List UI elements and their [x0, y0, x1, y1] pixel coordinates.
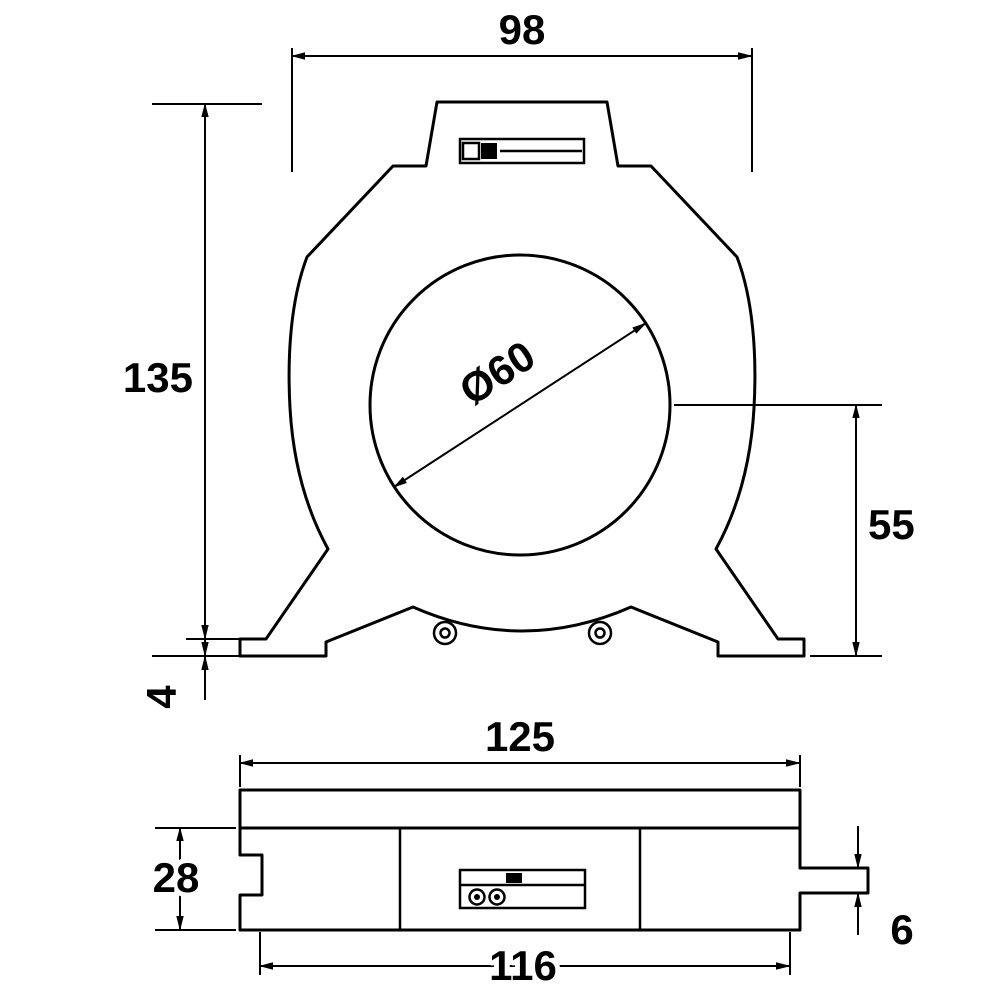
terminal-screw-right	[488, 888, 506, 906]
mounting-hole-right	[587, 620, 613, 646]
dimension-line	[393, 322, 647, 488]
dimension-label-28: 28	[153, 854, 200, 901]
dimension-aperture-diameter: Ø60	[393, 322, 647, 488]
terminal-screw-right-dot	[494, 894, 500, 900]
dimension-label-135: 135	[123, 354, 193, 401]
front-terminal-block	[458, 137, 586, 165]
dimension-front-overall-height: 135	[118, 103, 262, 657]
dimension-label-116: 116	[489, 942, 557, 989]
side-view: 125 28 116 6	[148, 708, 919, 994]
mounting-hole-left-outer	[432, 620, 458, 646]
dimension-side-overall-width: 125	[239, 708, 801, 787]
terminal-slot-filled	[481, 143, 497, 159]
dimension-label-6: 6	[890, 906, 913, 953]
mounting-hole-left-inner	[439, 627, 451, 639]
terminal-block-frame	[458, 137, 586, 165]
dimension-label-d60: Ø60	[451, 332, 543, 415]
dimension-center-to-base: 55	[674, 404, 920, 657]
terminal-detail-frame	[458, 868, 587, 910]
terminal-screw-left-dot	[474, 894, 480, 900]
mounting-hole-right-outer	[587, 620, 613, 646]
dimension-side-height: 28	[148, 827, 236, 931]
terminal-screw-left	[468, 888, 486, 906]
dimension-label-125: 125	[485, 713, 555, 760]
mounting-hole-right-inner	[594, 627, 606, 639]
side-body-outline	[238, 788, 870, 932]
dimension-label-98: 98	[499, 6, 546, 53]
terminal-slot	[461, 141, 481, 161]
dimension-label-55: 55	[868, 501, 915, 548]
front-body-outline	[238, 100, 806, 658]
aperture-circle	[368, 253, 672, 557]
mounting-hole-left	[432, 620, 458, 646]
dimension-label-4: 4	[138, 685, 185, 709]
front-view: 98 135 Ø60 55 4	[118, 1, 920, 714]
dimension-foot-thickness: 4	[133, 600, 246, 714]
side-terminal-block	[458, 868, 587, 910]
dimension-side-inner-width: 116	[259, 932, 791, 994]
terminal-detail-marker	[506, 873, 522, 883]
dimension-tab-thickness: 6	[854, 826, 919, 958]
dimension-front-overall-width: 98	[291, 1, 753, 172]
